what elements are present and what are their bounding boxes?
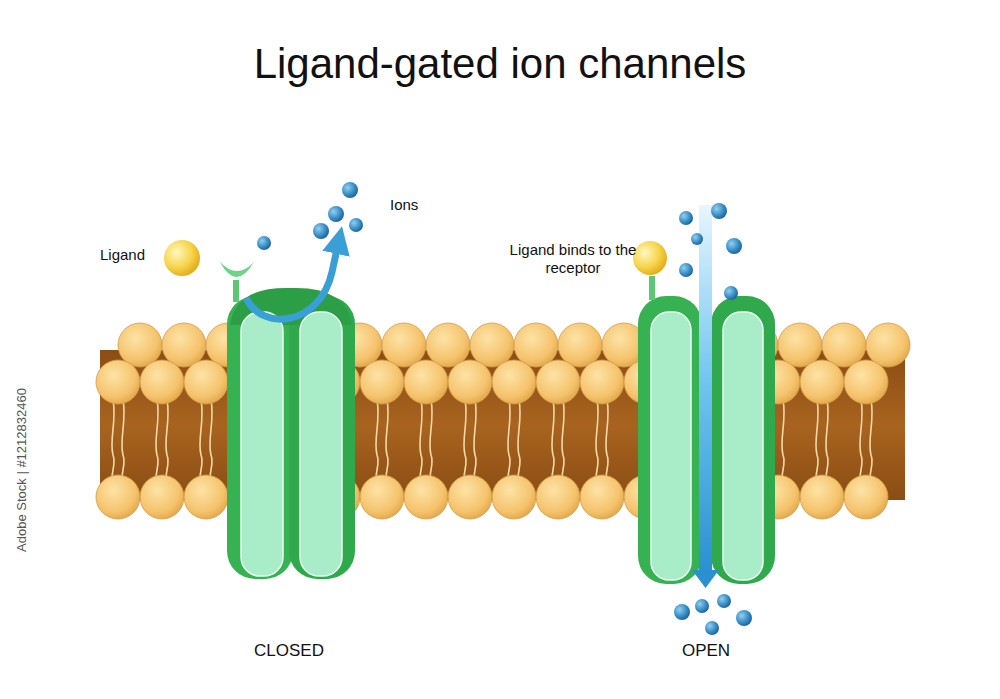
ions	[257, 182, 363, 250]
lipid-tail	[508, 400, 520, 485]
open-channel	[633, 205, 775, 588]
channel-subunit	[638, 296, 702, 584]
lipid-head	[140, 360, 184, 404]
lipid-head	[866, 323, 910, 367]
lipid-head	[404, 360, 448, 404]
lipid-head	[448, 360, 492, 404]
lipid-head	[404, 475, 448, 519]
ion-flow-arrowhead	[692, 570, 719, 588]
lipid-head	[492, 360, 536, 404]
lipid-head	[118, 323, 162, 367]
lipid-head	[382, 323, 426, 367]
watermark: Adobe Stock | #1212832460	[14, 330, 30, 610]
diagram-title: Ligand-gated ion channels	[0, 40, 1000, 88]
lipid-head	[492, 475, 536, 519]
lipid-head	[844, 360, 888, 404]
lipid-head	[448, 475, 492, 519]
lipid-head	[96, 475, 140, 519]
lipid-tail	[552, 400, 564, 485]
lipid-head	[514, 323, 558, 367]
part-label: Ligand	[100, 246, 170, 264]
channel-helix	[651, 312, 691, 580]
closed-channel	[220, 240, 355, 579]
lipid-head	[360, 475, 404, 519]
channel-subunit	[227, 296, 293, 579]
lipid-head	[96, 360, 140, 404]
lipid-tail	[860, 400, 872, 485]
lipid-bilayer	[96, 323, 910, 519]
lipid-tail	[200, 400, 212, 485]
part-label: Ions	[390, 196, 450, 214]
lipid-head	[184, 360, 228, 404]
lipid-head	[844, 475, 888, 519]
state-label: CLOSED	[229, 641, 349, 661]
lipid-head	[536, 360, 580, 404]
receptor-site	[220, 262, 254, 277]
callout-text: Ligand binds to the receptor	[508, 241, 638, 277]
ions	[674, 203, 752, 635]
blocked-flow-arrow	[246, 240, 339, 319]
lipid-tail	[112, 400, 124, 485]
lipid-head	[822, 323, 866, 367]
state-label: OPEN	[646, 641, 766, 661]
lipid-tail	[816, 400, 828, 485]
lipid-head	[536, 475, 580, 519]
lipid-tail	[596, 400, 608, 485]
channel-subunit	[711, 296, 775, 584]
bound-ligand	[633, 241, 667, 275]
lipid-head	[800, 475, 844, 519]
lipid-head	[778, 323, 822, 367]
lipid-head	[184, 475, 228, 519]
channel-helix	[241, 312, 283, 576]
ion-flow-arrow	[699, 205, 712, 573]
lipid-head	[360, 360, 404, 404]
lipid-head	[426, 323, 470, 367]
receptor-stem	[649, 276, 655, 300]
lipid-head	[580, 475, 624, 519]
lipid-head	[470, 323, 514, 367]
lipid-head	[140, 475, 184, 519]
lipid-tail	[156, 400, 168, 485]
lipid-tail	[420, 400, 432, 485]
receptor-stem	[233, 280, 239, 302]
channel-subunit	[289, 296, 355, 579]
ligand	[164, 240, 200, 276]
lipid-tail	[376, 400, 388, 485]
lipid-head	[558, 323, 602, 367]
lipid-head	[800, 360, 844, 404]
lipid-head	[162, 323, 206, 367]
lipid-tail	[464, 400, 476, 485]
channel-helix	[300, 312, 342, 576]
channel-helix	[723, 312, 763, 580]
lipid-head	[580, 360, 624, 404]
